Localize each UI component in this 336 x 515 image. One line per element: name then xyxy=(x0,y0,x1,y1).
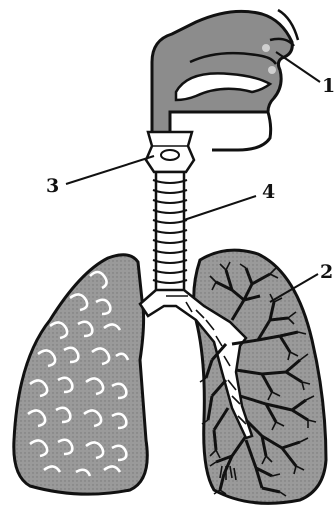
nasal-oral-cavity xyxy=(152,10,298,150)
label-4: 4 xyxy=(262,181,275,203)
label-2: 2 xyxy=(320,261,333,283)
trachea xyxy=(153,172,187,292)
larynx xyxy=(146,132,194,172)
left-lung xyxy=(14,255,147,494)
label-3: 3 xyxy=(46,175,59,197)
leader-line-4 xyxy=(184,196,256,220)
leader-line-3 xyxy=(66,156,154,184)
label-1: 1 xyxy=(322,75,335,97)
